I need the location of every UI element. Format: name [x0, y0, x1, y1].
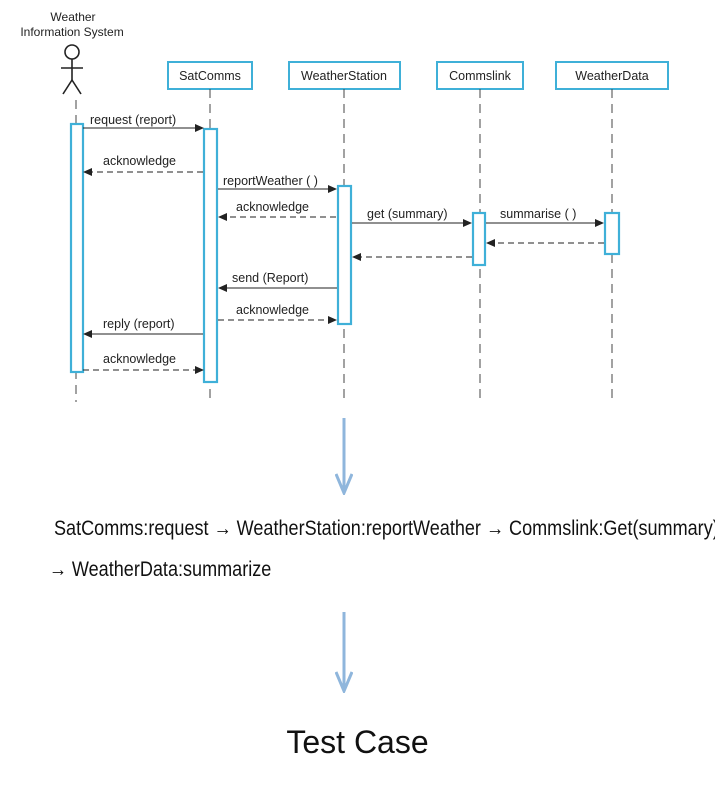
message-reply-report: reply (report) [83, 317, 203, 338]
message-acknowledge-2: acknowledge [218, 200, 336, 221]
message-label: acknowledge [236, 303, 309, 317]
object-commslink: Commslink [436, 61, 524, 90]
object-label-weatherdata: WeatherData [575, 69, 648, 83]
activation-actor [69, 122, 85, 374]
object-satcomms: SatComms [167, 61, 253, 90]
object-label-commslink: Commslink [449, 69, 512, 83]
message-label: acknowledge [236, 200, 309, 214]
test-case-label: Test Case [286, 724, 429, 760]
actor-name-line2: Information System [20, 25, 123, 39]
object-weatherstation: WeatherStation [288, 61, 401, 90]
object-label-weatherstation: WeatherStation [301, 69, 387, 83]
stick-figure-icon [61, 44, 83, 95]
message-acknowledge-4: acknowledge [83, 352, 204, 374]
actor-weather-information-system: Weather Information System [20, 10, 124, 95]
object-label-satcomms: SatComms [179, 69, 241, 83]
actor-name-line1: Weather [50, 10, 95, 24]
message-summarise: summarise ( ) [486, 207, 604, 227]
sequence-line-2: → WeatherData:summarize [48, 558, 272, 581]
message-label: acknowledge [103, 352, 176, 366]
message-request-report: request (report) [83, 113, 204, 132]
message-label: reply (report) [103, 317, 175, 331]
message-label: get (summary) [367, 207, 448, 221]
message-label: reportWeather ( ) [223, 174, 318, 188]
message-acknowledge-3: acknowledge [218, 303, 337, 324]
activation-commslink [471, 211, 487, 267]
sequence-line-1: SatComms:request → WeatherStation:report… [54, 517, 715, 540]
activation-satcomms [202, 127, 219, 384]
object-weatherdata: WeatherData [555, 61, 669, 90]
message-report-weather: reportWeather ( ) [218, 174, 337, 193]
message-acknowledge-1: acknowledge [83, 154, 203, 176]
message-send-report: send (Report) [218, 271, 337, 292]
activation-weatherstation [336, 184, 353, 326]
message-get-summary: get (summary) [352, 207, 472, 227]
derived-message-sequence: SatComms:request → WeatherStation:report… [49, 517, 715, 580]
message-label: summarise ( ) [500, 207, 576, 221]
activation-weatherdata [603, 211, 621, 256]
message-label: acknowledge [103, 154, 176, 168]
message-label: request (report) [90, 113, 176, 127]
message-label: send (Report) [232, 271, 308, 285]
